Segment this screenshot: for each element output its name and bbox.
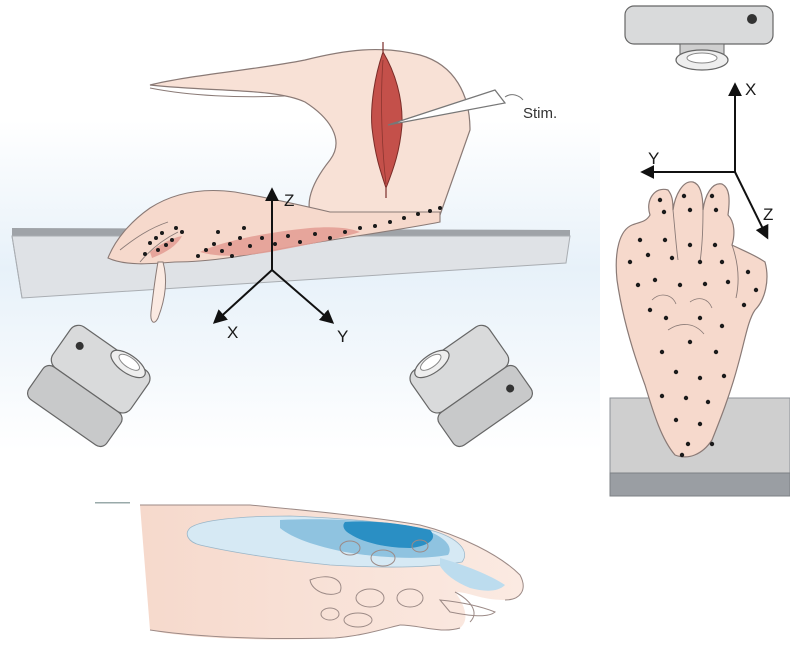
main-y-label: Y: [337, 327, 348, 346]
right-x-label: X: [745, 80, 756, 99]
right-y-label: Y: [648, 149, 659, 168]
map-divider: [95, 502, 130, 504]
right-z-label: Z: [763, 205, 773, 224]
main-z-label: Z: [284, 191, 294, 210]
contact-map: [95, 502, 523, 640]
main-scene: Stim.: [0, 42, 600, 450]
stim-label: Stim.: [523, 105, 557, 122]
right-panel: X Y Z: [610, 6, 790, 496]
camera-top: [625, 6, 773, 70]
main-x-label: X: [227, 323, 238, 342]
